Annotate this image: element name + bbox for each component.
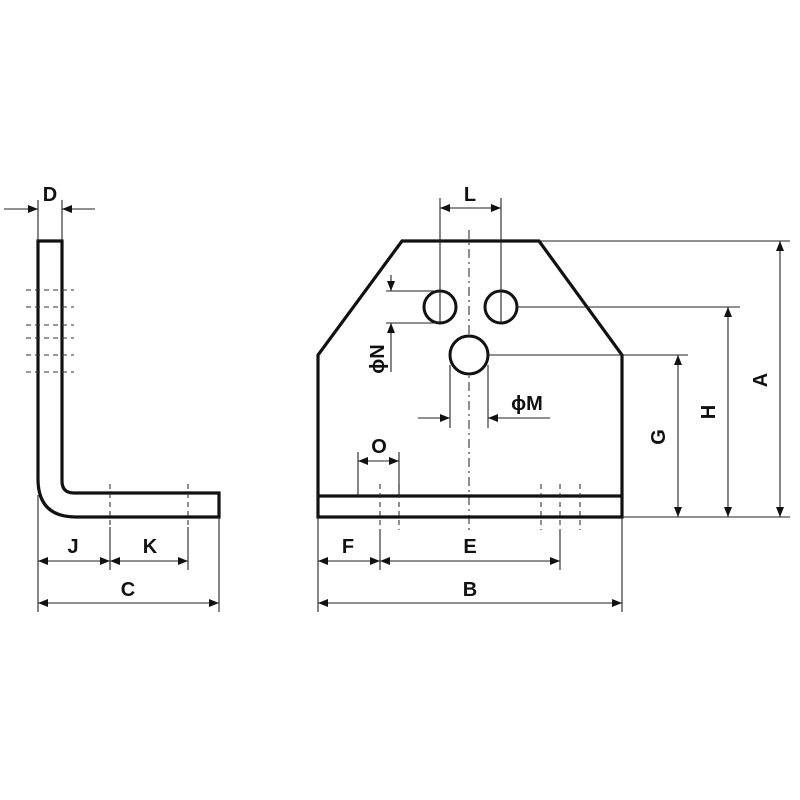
label-g: G: [648, 429, 670, 445]
label-f: F: [342, 536, 354, 558]
dim-arrow: [488, 414, 498, 422]
dim-arrow: [550, 557, 560, 565]
dim-arrow: [612, 599, 622, 607]
dim-arrow: [358, 457, 368, 465]
dim-arrow: [28, 205, 38, 213]
dim-arrow: [724, 307, 732, 317]
side-profile: [36, 239, 221, 519]
dim-arrow: [62, 205, 72, 213]
label-o: O: [371, 436, 387, 458]
dim-arrow: [380, 557, 390, 565]
dim-arrow: [370, 557, 380, 565]
dim-arrow: [178, 557, 188, 565]
dim-arrow: [110, 557, 120, 565]
dim-arrow: [209, 599, 219, 607]
label-phi-n: ϕN: [367, 344, 389, 373]
dim-arrow: [387, 281, 395, 291]
label-j: J: [67, 536, 78, 558]
label-phi-m: ϕM: [511, 393, 543, 415]
label-a: A: [750, 373, 772, 387]
label-k: K: [143, 536, 158, 558]
dim-arrow: [674, 355, 682, 365]
dim-arrow: [674, 507, 682, 517]
side-view: D J K C: [4, 184, 221, 612]
dim-arrow: [318, 599, 328, 607]
dim-arrow: [440, 204, 450, 212]
label-e: E: [463, 536, 476, 558]
dim-arrow: [389, 457, 399, 465]
front-outline: [316, 239, 624, 519]
large-hole: [448, 334, 490, 376]
label-c: C: [121, 579, 135, 601]
label-h: H: [698, 405, 720, 419]
label-d: D: [43, 184, 57, 206]
dim-arrow: [38, 599, 48, 607]
dim-arrow: [776, 507, 784, 517]
dim-arrow: [318, 557, 328, 565]
label-b: B: [463, 579, 477, 601]
label-l: L: [464, 184, 476, 206]
dim-arrow: [38, 557, 48, 565]
dim-arrow: [387, 323, 395, 333]
dim-arrow: [440, 414, 450, 422]
dim-arrow: [776, 241, 784, 251]
dim-arrow: [724, 507, 732, 517]
dim-arrow: [100, 557, 110, 565]
front-view: L ϕN ϕM O F: [316, 184, 790, 612]
dim-arrow: [491, 204, 501, 212]
